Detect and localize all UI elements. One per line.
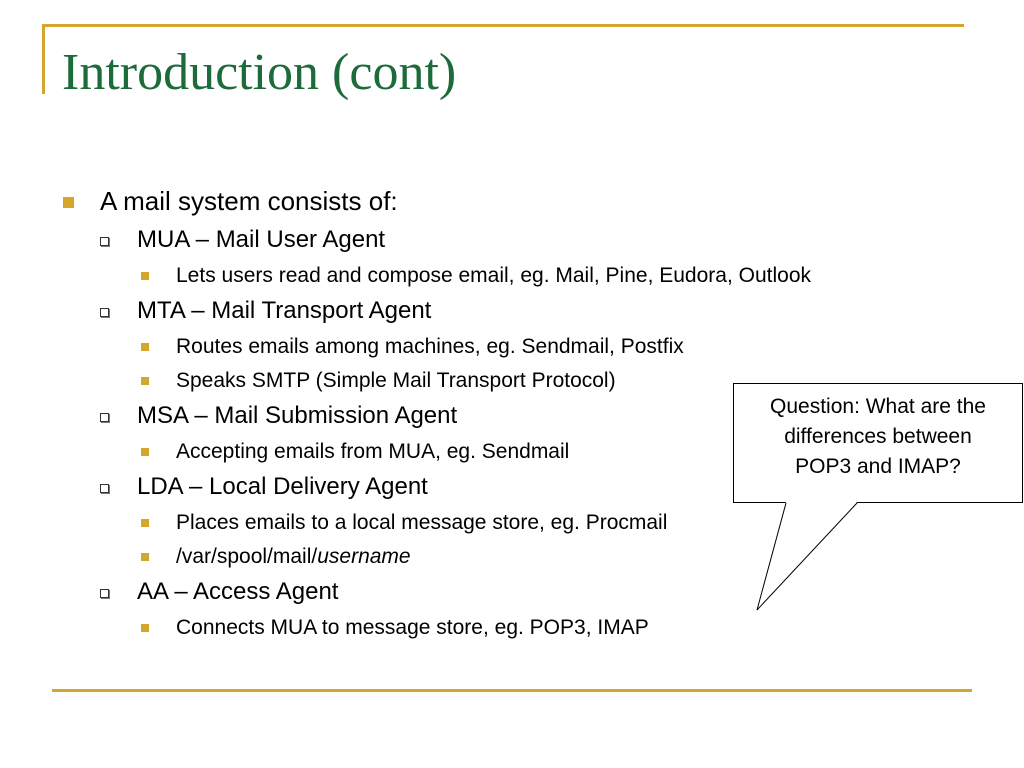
question-callout-box [733,383,1023,503]
small-gold-square-bullet-icon [141,553,149,561]
footer-rule [52,689,972,692]
bullet-item-mail-system: A mail system consists of: [100,186,398,216]
bullet-item-mua: MUA – Mail User Agent [137,226,386,253]
bullet-item-aa: AA – Access Agent [137,578,339,605]
hollow-box-bullet-icon [100,308,109,317]
title-frame-left-rule [42,24,45,94]
hollow-box-bullet-icon [100,413,109,422]
spool-path-text: /var/spool/mail/ [176,545,318,568]
callout-pointer-outline [756,502,858,611]
bullet-item-mta-smtp: Speaks SMTP (Simple Mail Transport Proto… [176,369,616,392]
hollow-box-bullet-icon [100,237,109,246]
small-gold-square-bullet-icon [141,448,149,456]
callout-line-1: Question: What are the [770,395,986,418]
bullet-item-mta: MTA – Mail Transport Agent [137,297,432,324]
small-gold-square-bullet-icon [141,272,149,280]
small-gold-square-bullet-icon [141,377,149,385]
small-gold-square-bullet-icon [141,343,149,351]
bullet-item-mta-routes: Routes emails among machines, eg. Sendma… [176,335,684,358]
gold-square-bullet-icon [63,197,74,208]
callout-line-3: POP3 and IMAP? [795,455,961,478]
callout-line-2: differences between [784,425,972,448]
bullet-item-lda: LDA – Local Delivery Agent [137,473,428,500]
bullet-item-lda-path: /var/spool/mail/username [176,544,411,570]
bullet-item-msa: MSA – Mail Submission Agent [137,402,458,429]
bullet-item-mua-detail: Lets users read and compose email, eg. M… [176,264,812,287]
small-gold-square-bullet-icon [141,519,149,527]
title-frame-top-rule [42,24,964,27]
hollow-box-bullet-icon [100,589,109,598]
bullet-item-msa-detail: Accepting emails from MUA, eg. Sendmail [176,440,570,463]
slide-title: Introduction (cont) [62,44,457,101]
callout-pointer-fill [757,502,857,610]
spool-path-username: username [317,545,411,568]
bullet-item-lda-store: Places emails to a local message store, … [176,511,668,534]
hollow-box-bullet-icon [100,484,109,493]
question-callout-text: Question: What are the differences betwe… [733,392,1023,482]
bullet-item-aa-detail: Connects MUA to message store, eg. POP3,… [176,616,649,639]
small-gold-square-bullet-icon [141,624,149,632]
